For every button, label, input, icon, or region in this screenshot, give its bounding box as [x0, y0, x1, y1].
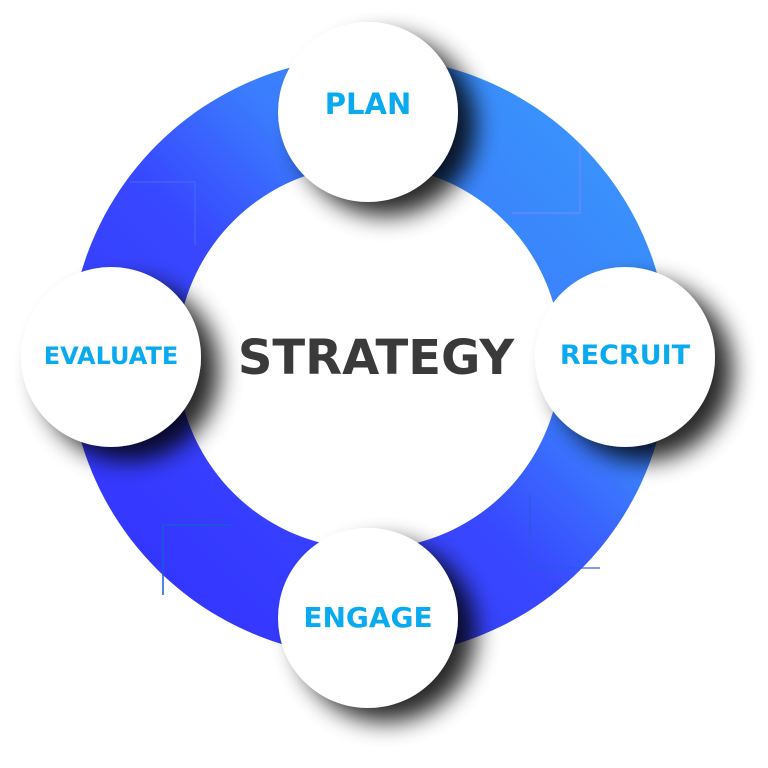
node-circle: [21, 267, 201, 447]
node-label-evaluate: EVALUATE: [44, 342, 179, 370]
node-label-engage: ENGAGE: [303, 601, 432, 634]
decorative-corner-line: [529, 495, 600, 569]
cycle-ring: [69, 57, 670, 657]
decorative-corner-line: [130, 181, 196, 245]
node-label-recruit: RECRUIT: [560, 340, 691, 371]
decorative-corner-line: [162, 524, 232, 595]
node-engage[interactable]: ENGAGE: [278, 528, 458, 708]
node-recruit[interactable]: RECRUIT: [535, 267, 715, 447]
node-circle: [278, 22, 458, 202]
center-label: STRATEGY: [238, 330, 516, 386]
node-evaluate[interactable]: EVALUATE: [21, 267, 201, 447]
node-circle: [278, 528, 458, 708]
decorative-corner-line: [512, 146, 581, 214]
node-plan[interactable]: PLAN: [278, 22, 458, 202]
node-circle: [535, 267, 715, 447]
node-label-plan: PLAN: [325, 87, 411, 121]
